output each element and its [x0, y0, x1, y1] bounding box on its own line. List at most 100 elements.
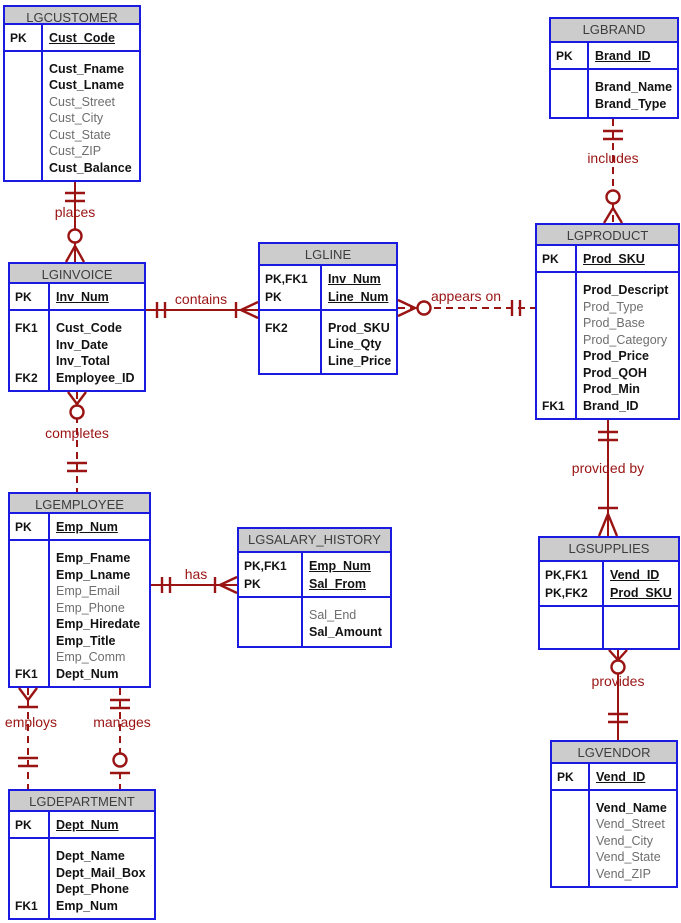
- attribute-row: PK Line_Num: [260, 288, 396, 306]
- relationship-label-has: has: [184, 566, 208, 582]
- attribute-name: Prod_Min: [583, 382, 640, 396]
- attribute-name: Prod_SKU: [328, 320, 390, 335]
- attribute-name: Sal_End: [309, 608, 357, 622]
- attribute-row: Cust_Fname: [5, 61, 139, 78]
- attribute-row: Cust_Street: [5, 94, 139, 111]
- attribute-row: FK1 Brand_ID: [537, 398, 678, 415]
- attribute-row: Vend_Street: [552, 816, 676, 833]
- relationship-label-appears-on: appears on: [430, 288, 502, 304]
- attribute-name: Sal_From: [309, 577, 366, 591]
- key-label: PK: [15, 520, 32, 534]
- key-label: [10, 865, 48, 882]
- entity-lgbrand: LGBRAND PK Brand_ID Brand_Name Brand_Typ…: [549, 17, 679, 119]
- attribute-row: Dept_Mail_Box: [10, 865, 154, 882]
- attribute-row: Inv_Total: [10, 353, 144, 370]
- relationship-provided-by: [597, 420, 619, 537]
- key-label: [5, 143, 41, 160]
- entity-title: LGBRAND: [551, 19, 677, 43]
- attribute-name: Brand_Type: [595, 96, 667, 111]
- attribute-name: Cust_Balance: [49, 160, 132, 175]
- attribute-row: Cust_Lname: [5, 77, 139, 94]
- entity-title: LGINVOICE: [10, 264, 144, 284]
- key-label: [5, 160, 41, 177]
- pk-section: PK Emp_Num: [10, 514, 149, 541]
- attribute-name: Emp_Num: [56, 898, 118, 913]
- attribute-row: Emp_Comm: [10, 649, 149, 666]
- attribute-name: Cust_Lname: [49, 78, 125, 92]
- relationship-employs: [18, 687, 38, 789]
- key-label: [260, 336, 320, 353]
- attribute-row: PK Inv_Num: [10, 288, 144, 306]
- attribute-row: Sal_Amount: [239, 624, 390, 641]
- attribute-name: Vend_ID: [596, 769, 646, 784]
- key-label: [260, 353, 320, 370]
- key-label: [537, 282, 575, 299]
- attribute-name: Dept_Num: [56, 666, 119, 681]
- attribute-row: Cust_ZIP: [5, 143, 139, 160]
- key-label: [552, 866, 588, 883]
- entity-title: LGCUSTOMER: [5, 7, 139, 25]
- entity-lgsalary-history: LGSALARY_HISTORY PK,FK1 Emp_Num PK Sal_F…: [237, 527, 392, 648]
- key-label: PK: [10, 30, 27, 45]
- attributes-section: Sal_End Sal_Amount: [239, 598, 390, 646]
- attribute-row: PK Brand_ID: [551, 47, 677, 65]
- entity-lgcustomer: LGCUSTOMER PK Cust_Code Cust_Fname Cust_…: [3, 5, 141, 182]
- attribute-row: Prod_Category: [537, 332, 678, 349]
- attribute-name: Prod_Descript: [583, 283, 669, 297]
- attribute-row: Prod_Price: [537, 348, 678, 365]
- attribute-name: Line_Qty: [328, 337, 382, 351]
- relationship-provides: [608, 649, 628, 740]
- key-label: FK2: [15, 370, 38, 385]
- relationship-label-manages: manages: [93, 714, 151, 730]
- key-label: FK1: [542, 398, 565, 413]
- key-label: PK: [556, 49, 573, 63]
- attribute-row: Vend_State: [552, 849, 676, 866]
- attribute-name: Emp_Fname: [56, 551, 131, 565]
- attribute-name: Emp_Num: [309, 559, 371, 573]
- attribute-name: Dept_Name: [56, 849, 125, 863]
- key-label: [10, 848, 48, 865]
- relationship-label-provided-by: provided by: [571, 460, 645, 476]
- attribute-name: Line_Price: [328, 353, 392, 368]
- key-label: [537, 365, 575, 382]
- attribute-row: Vend_Name: [552, 800, 676, 817]
- entity-lgdepartment: LGDEPARTMENT PK Dept_Num Dept_Name Dept_…: [8, 789, 156, 920]
- key-label: [537, 348, 575, 365]
- key-label: PK: [15, 818, 32, 832]
- key-label: [10, 583, 48, 600]
- attribute-row: Emp_Email: [10, 583, 149, 600]
- attribute-row: Line_Price: [260, 353, 396, 370]
- attribute-name: Vend_Name: [596, 800, 667, 815]
- attribute-name: Brand_ID: [583, 398, 639, 413]
- key-label: FK1: [15, 666, 38, 681]
- attribute-row: PK Vend_ID: [552, 768, 676, 786]
- attribute-name: Vend_ID: [610, 568, 660, 582]
- relationship-includes: [602, 119, 624, 224]
- key-label: PK: [557, 769, 574, 784]
- relationship-label-completes: completes: [45, 425, 109, 441]
- attribute-name: Dept_Mail_Box: [56, 865, 146, 880]
- attribute-name: Emp_Title: [56, 633, 116, 648]
- attribute-row: PK,FK2 Prod_SKU: [540, 584, 678, 602]
- attribute-row: PK Sal_From: [239, 575, 390, 593]
- attribute-name: Vend_State: [596, 850, 661, 864]
- entity-title: LGPRODUCT: [537, 225, 678, 246]
- key-label: [551, 79, 587, 96]
- entity-title: LGSUPPLIES: [540, 538, 678, 562]
- attributes-section: Vend_Name Vend_Street Vend_City Vend_Sta…: [552, 790, 676, 887]
- attribute-row: Vend_ZIP: [552, 866, 676, 883]
- attribute-name: Vend_ZIP: [596, 866, 651, 881]
- entity-lgproduct: LGPRODUCT PK Prod_SKU Prod_Descript Prod…: [535, 223, 680, 420]
- key-label: PK: [542, 252, 559, 266]
- key-label: FK1: [15, 898, 38, 913]
- attribute-row: PK Dept_Num: [10, 816, 154, 834]
- key-label: [5, 127, 41, 144]
- attributes-section: Prod_Descript Prod_Type Prod_Base Prod_C…: [537, 273, 678, 418]
